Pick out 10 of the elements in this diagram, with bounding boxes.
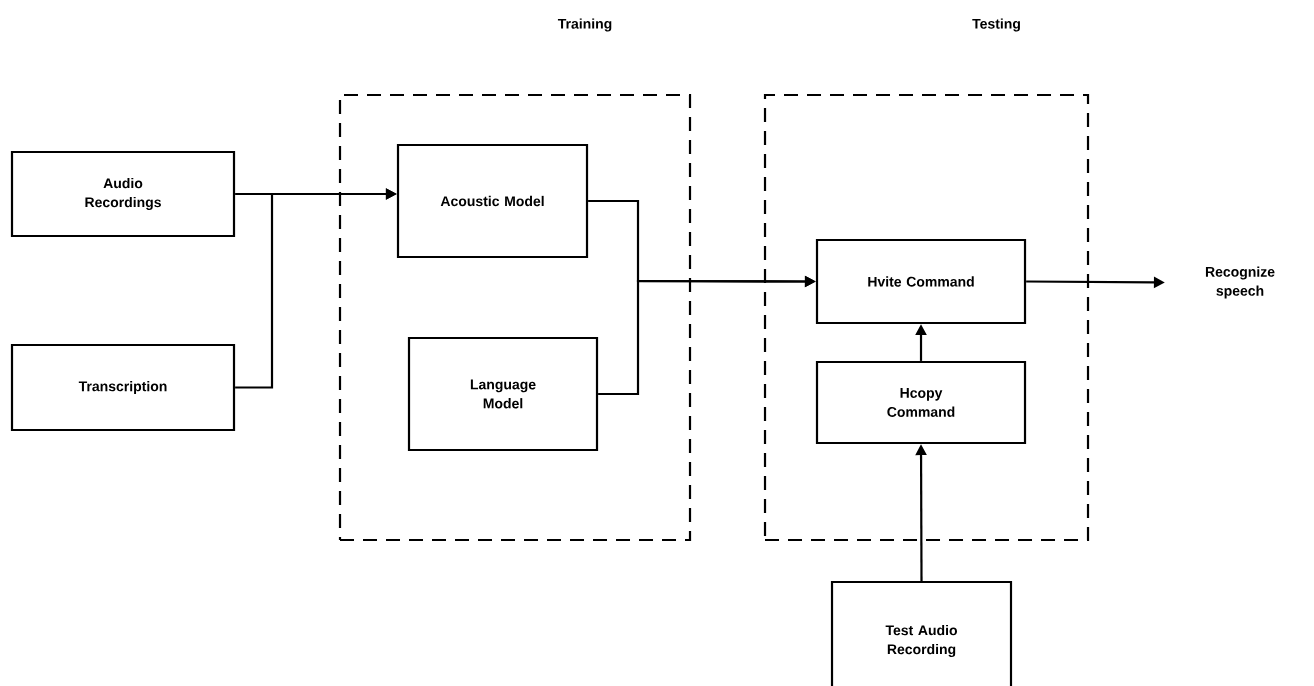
output-text: Recognize speech	[1205, 266, 1275, 299]
node-label: Training	[557, 18, 612, 32]
process-box: Hvite Command	[815, 238, 1027, 325]
process-box: Transcription	[10, 343, 236, 432]
process-box: Acoustic Model	[396, 143, 589, 259]
node-label: Testing	[972, 18, 1020, 32]
process-box: Test Audio Recording	[830, 580, 1013, 686]
process-box: Hcopy Command	[815, 360, 1027, 445]
process-box: Language Model	[407, 336, 599, 452]
process-box: Audio Recordings	[10, 150, 236, 238]
